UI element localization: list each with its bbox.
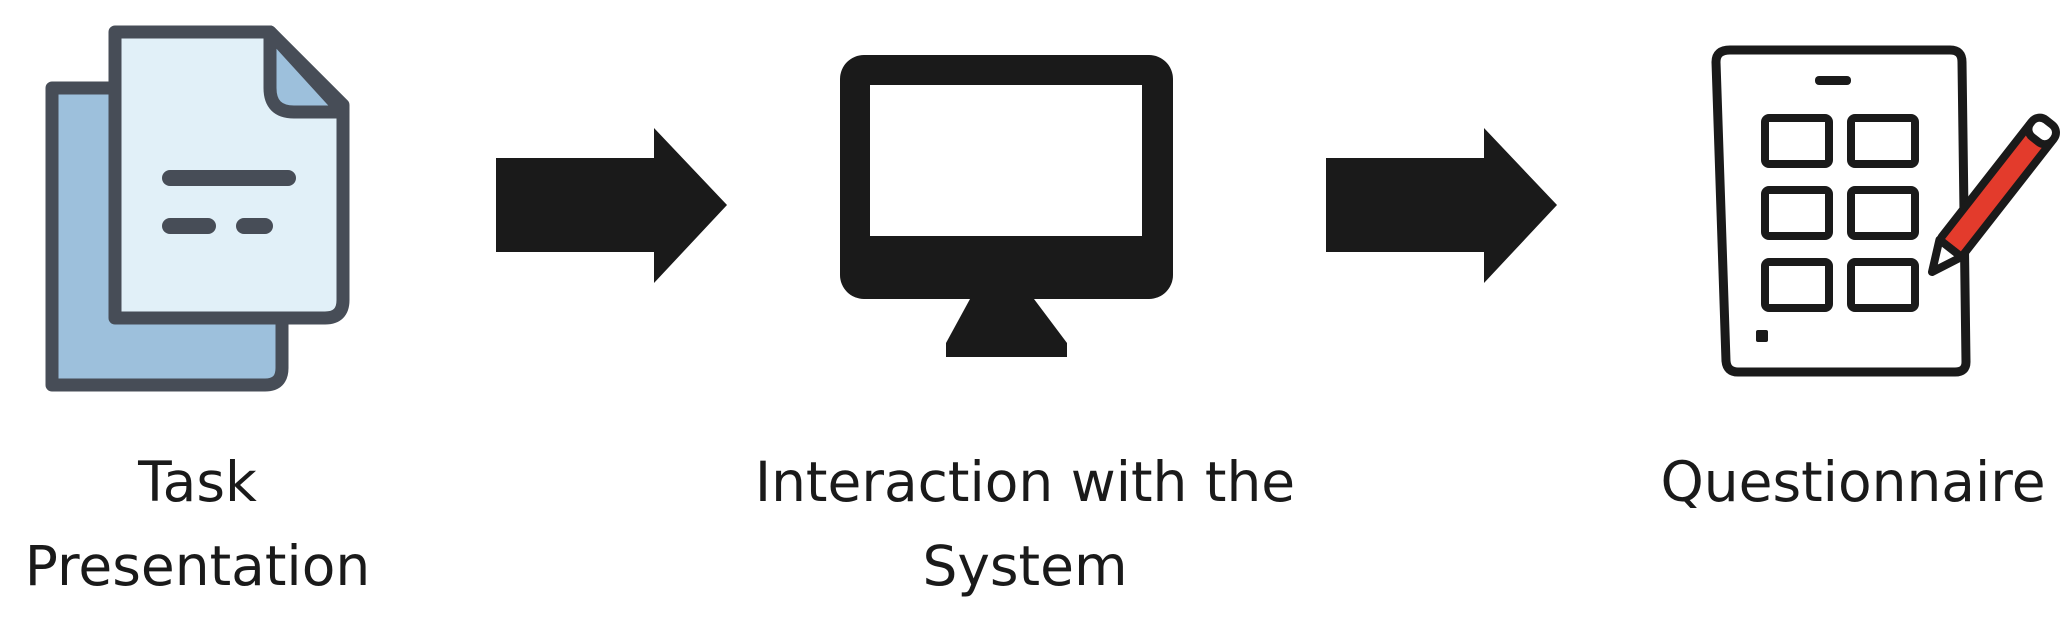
tablet-speaker [1815, 76, 1851, 85]
monitor-screen [870, 85, 1142, 236]
pencil-tip [1928, 235, 1966, 276]
documents-icon [45, 25, 350, 392]
answer-box [1847, 186, 1919, 240]
answer-box [1761, 258, 1833, 312]
answer-grid [1761, 114, 1919, 312]
pencil-lead [1932, 261, 1942, 272]
answer-box [1761, 186, 1833, 240]
answer-box [1847, 114, 1919, 168]
answer-box [1847, 258, 1919, 312]
step-label-questionnaire: Questionnaire [1660, 450, 2046, 514]
monitor-icon [840, 55, 1173, 357]
tablet-body [1711, 45, 1971, 377]
tablet-home-button [1756, 330, 1768, 342]
pencil-eraser [2024, 113, 2060, 149]
document-fold-corner [263, 25, 350, 119]
step-label-task-presentation: Task Presentation [24, 450, 371, 598]
arrow-right-icon [1326, 128, 1557, 283]
arrow-right-icon [496, 128, 727, 283]
monitor-stand [946, 299, 1067, 357]
pencil-icon [1928, 113, 2060, 276]
questionnaire-tablet-icon [1711, 45, 2060, 377]
answer-box [1761, 114, 1833, 168]
step-label-interaction-with-the-system: Interaction with the System [754, 450, 1296, 598]
